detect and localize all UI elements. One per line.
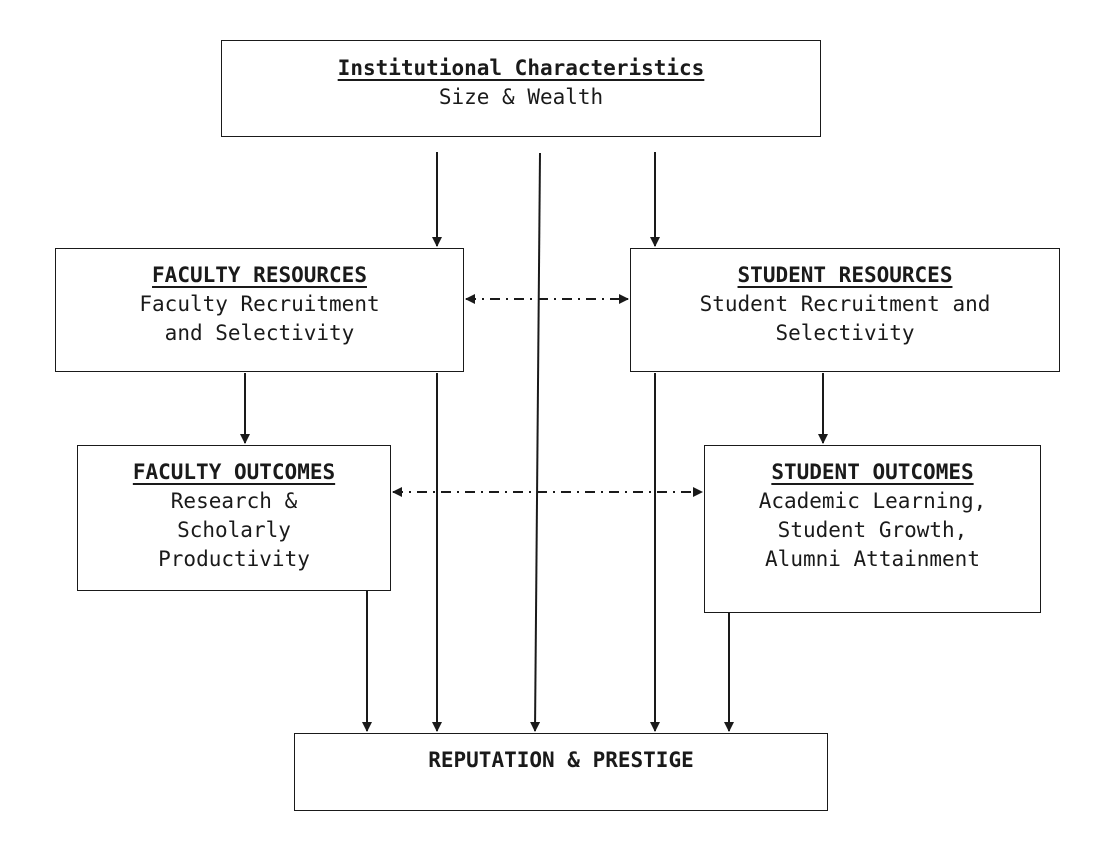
node-title: FACULTY OUTCOMES [132, 460, 336, 484]
node-reputation-prestige: REPUTATION & PRESTIGE [294, 733, 828, 811]
node-title: FACULTY RESOURCES [152, 263, 367, 287]
edge-institutional-to-reputation [530, 152, 541, 732]
node-text-line: Research & [170, 489, 298, 513]
node-title: Institutional Characteristics [337, 56, 705, 80]
node-text-line: Scholarly [177, 518, 291, 542]
node-text-line: and Selectivity [164, 321, 355, 345]
node-text-line: Alumni Attainment [765, 547, 980, 571]
node-text-line: Productivity [158, 547, 310, 571]
node-faculty-outcomes: FACULTY OUTCOMES Research & Scholarly Pr… [77, 445, 391, 591]
node-text-line: Student Recruitment and [699, 292, 991, 316]
node-student-outcomes: STUDENT OUTCOMES Academic Learning, Stud… [704, 445, 1041, 613]
node-faculty-resources: FACULTY RESOURCES Faculty Recruitment an… [55, 248, 464, 372]
node-text-line: Academic Learning, [758, 489, 987, 513]
node-text-line: Size & Wealth [438, 85, 604, 109]
node-text-line: Student Growth, [777, 518, 968, 542]
node-text-line: Faculty Recruitment [139, 292, 380, 316]
node-institutional-characteristics: Institutional Characteristics Size & Wea… [221, 40, 821, 137]
node-student-resources: STUDENT RESOURCES Student Recruitment an… [630, 248, 1060, 372]
node-text-line: Selectivity [775, 321, 915, 345]
node-title: STUDENT OUTCOMES [771, 460, 974, 484]
node-title: REPUTATION & PRESTIGE [428, 748, 694, 772]
node-title: STUDENT RESOURCES [737, 263, 953, 287]
